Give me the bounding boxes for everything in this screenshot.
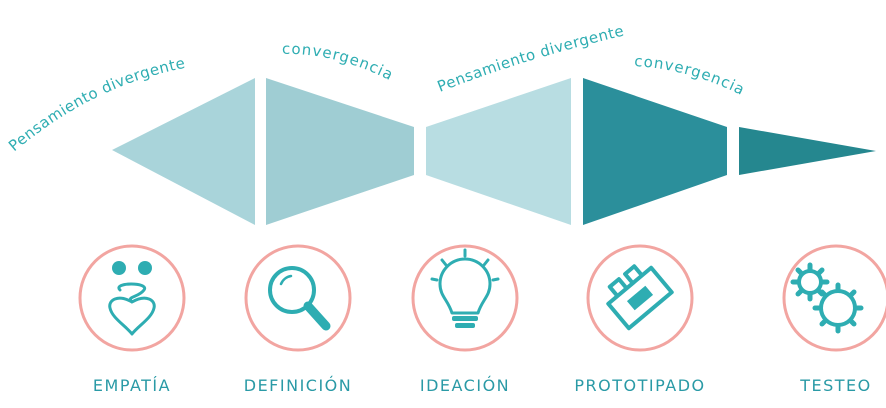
phase-circle-empatia <box>78 244 186 352</box>
phase-label-ideacion: IDEACIÓN <box>419 376 511 395</box>
phase-label-empatia: EMPATÍA <box>92 376 172 395</box>
prototype-icon <box>606 264 674 331</box>
gears-icon <box>790 262 864 334</box>
convergent-shape-2b <box>739 127 876 175</box>
magnifier-icon <box>268 266 331 331</box>
phase-circle-testeo <box>782 244 886 352</box>
lightbulb-icon <box>430 248 500 328</box>
heart-eyes-icon <box>108 261 156 336</box>
phase-circle-ideacion <box>411 244 519 352</box>
divergent-shape-1 <box>112 78 255 225</box>
phase-circle-prototipado <box>586 244 694 352</box>
phase-label-definicion: DEFINICIÓN <box>243 376 353 395</box>
convergent-shape-1 <box>266 78 414 225</box>
curved-label-convergent-2: convergencia <box>634 52 748 99</box>
convergent-shape-2a <box>583 78 727 225</box>
phase-label-testeo: TESTEO <box>800 376 872 395</box>
phase-circle-definicion <box>244 244 352 352</box>
divergent-shape-2 <box>426 78 571 225</box>
curved-label-convergent-1: convergencia <box>282 40 397 84</box>
phase-label-prototipado: PROTOTIPADO <box>574 376 706 395</box>
